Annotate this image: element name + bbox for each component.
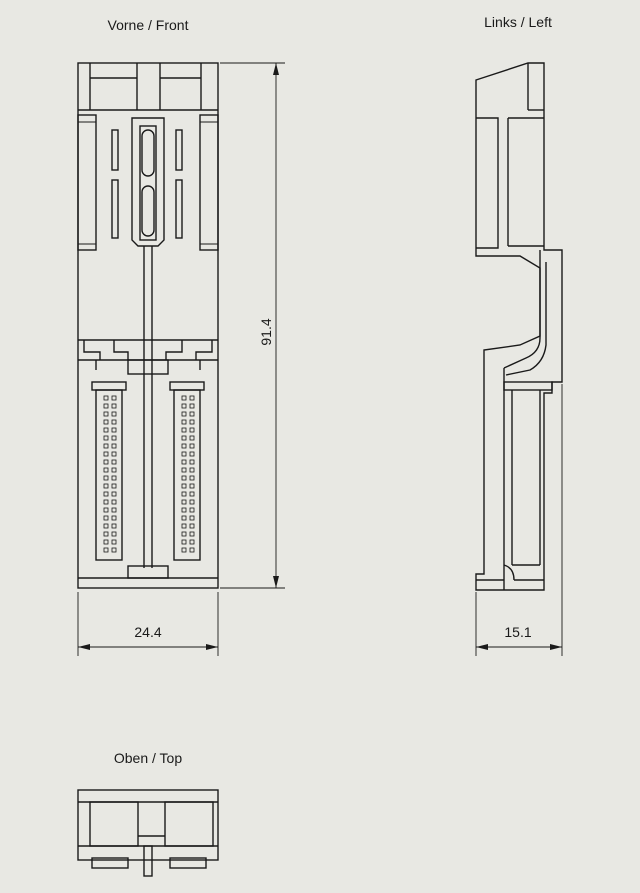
pin-contact [189, 547, 195, 553]
pin-contact [111, 435, 117, 441]
pin-contact [181, 443, 187, 449]
pin-contact [111, 427, 117, 433]
pin-contact [103, 411, 109, 417]
pin-contact [103, 491, 109, 497]
pin-contact [111, 547, 117, 553]
pin-contact [181, 523, 187, 529]
pin-contact [181, 499, 187, 505]
pin-contact [103, 443, 109, 449]
pin-contact [181, 547, 187, 553]
side-depth-dimension: 15.1 [475, 384, 563, 656]
pin-contact [181, 435, 187, 441]
pin-contact [189, 515, 195, 521]
pin-contact [181, 539, 187, 545]
pin-contact [189, 539, 195, 545]
pin-contact [103, 507, 109, 513]
height-dimension: 91.4 [220, 62, 285, 589]
pin-contact [103, 427, 109, 433]
pin-contact [111, 403, 117, 409]
pin-contact [181, 427, 187, 433]
pin-contact [111, 515, 117, 521]
front-width-dimension-label: 24.4 [134, 624, 161, 640]
pin-contact [103, 451, 109, 457]
pin-contact [103, 539, 109, 545]
pin-contact [189, 435, 195, 441]
pin-contact [111, 483, 117, 489]
pin-contact [111, 395, 117, 401]
pin-contact [181, 411, 187, 417]
height-dimension-label: 91.4 [258, 318, 274, 345]
pin-contact [111, 443, 117, 449]
pin-contact [103, 515, 109, 521]
pin-contact [181, 507, 187, 513]
pin-contact [111, 419, 117, 425]
pin-contact [103, 459, 109, 465]
pin-contact [111, 475, 117, 481]
left-view [475, 62, 563, 591]
pin-contact [111, 531, 117, 537]
top-view-label: Oben / Top [114, 750, 182, 766]
pin-contact [103, 531, 109, 537]
pin-contact [111, 491, 117, 497]
pin-contact [181, 403, 187, 409]
pin-contact [103, 467, 109, 473]
pin-contact [189, 427, 195, 433]
pin-contact [189, 411, 195, 417]
pin-contact [189, 419, 195, 425]
pin-contact [103, 403, 109, 409]
pin-contact [189, 467, 195, 473]
pin-contact [189, 475, 195, 481]
pin-contact [181, 467, 187, 473]
pin-contact [111, 467, 117, 473]
pin-contact [181, 475, 187, 481]
pin-contact [181, 515, 187, 521]
top-view [77, 789, 219, 877]
pin-contact [103, 419, 109, 425]
pin-contact [111, 539, 117, 545]
pin-contact [189, 499, 195, 505]
pin-contact [111, 411, 117, 417]
side-depth-dimension-label: 15.1 [504, 624, 531, 640]
pin-contact [189, 507, 195, 513]
pin-contact [111, 523, 117, 529]
pin-contact [189, 459, 195, 465]
pin-grid [103, 395, 195, 553]
pin-contact [189, 443, 195, 449]
front-width-dimension: 24.4 [77, 592, 219, 656]
pin-contact [189, 491, 195, 497]
pin-contact [181, 483, 187, 489]
pin-contact [111, 499, 117, 505]
pin-contact [181, 395, 187, 401]
pin-contact [189, 531, 195, 537]
pin-contact [103, 483, 109, 489]
pin-contact [189, 451, 195, 457]
pin-contact [189, 395, 195, 401]
pin-contact [189, 523, 195, 529]
pin-contact [189, 483, 195, 489]
pin-contact [103, 547, 109, 553]
pin-contact [111, 459, 117, 465]
pin-contact [181, 459, 187, 465]
pin-contact [103, 499, 109, 505]
pin-contact [103, 435, 109, 441]
pin-contact [111, 507, 117, 513]
pin-contact [181, 419, 187, 425]
pin-contact [189, 403, 195, 409]
pin-contact [181, 531, 187, 537]
pin-contact [103, 395, 109, 401]
pin-contact [111, 451, 117, 457]
front-view-label: Vorne / Front [108, 17, 189, 33]
pin-contact [181, 491, 187, 497]
left-view-label: Links / Left [484, 14, 552, 30]
pin-contact [103, 523, 109, 529]
front-view [77, 62, 219, 589]
pin-contact [181, 451, 187, 457]
pin-contact [103, 475, 109, 481]
